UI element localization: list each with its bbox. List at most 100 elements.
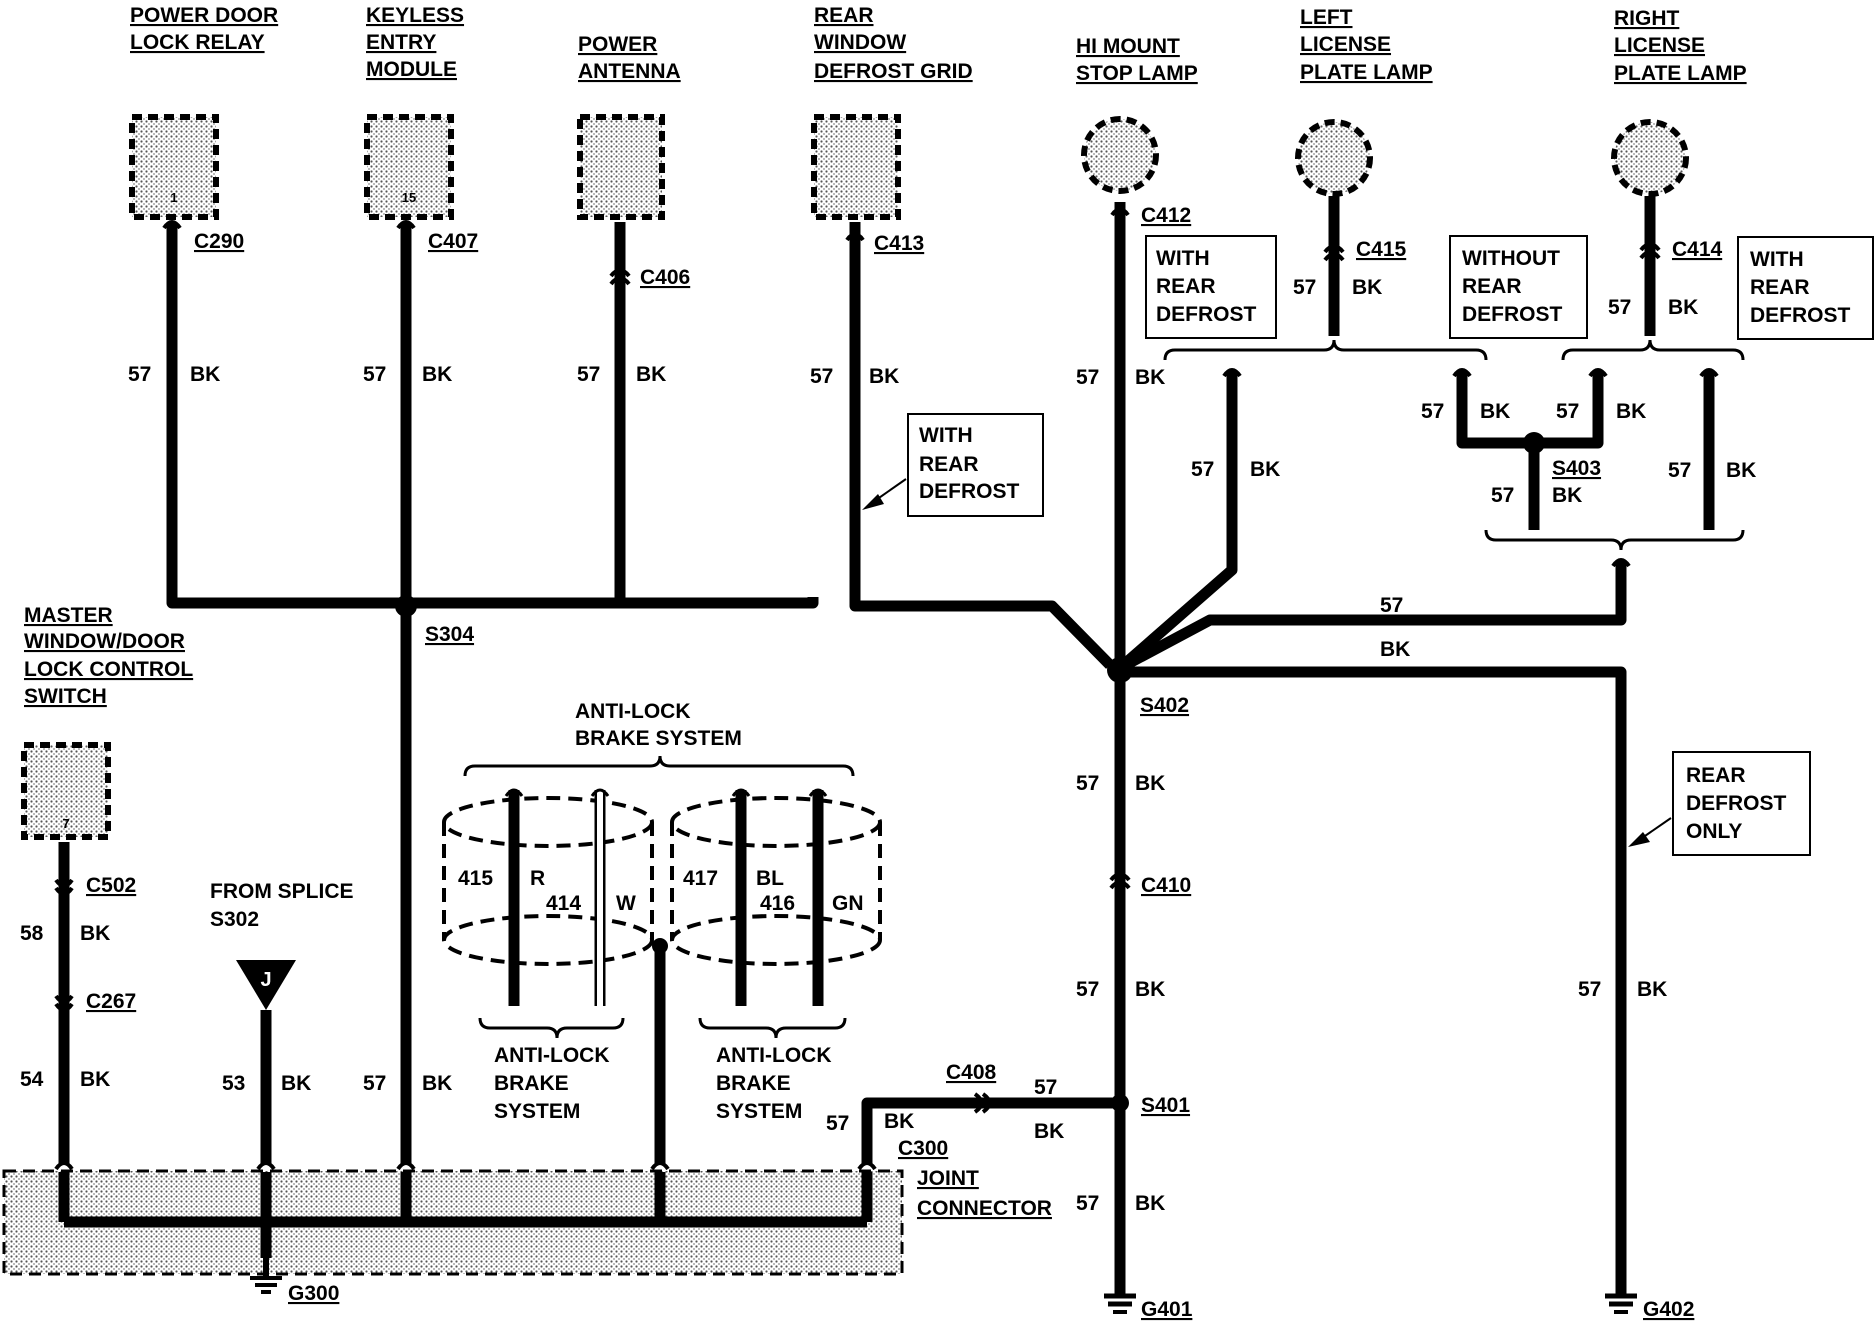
note-with-rear-defrost-right-text: WITH REAR DEFROST	[1750, 248, 1851, 327]
ground-g300-symbol	[250, 1258, 282, 1294]
wire-g401-color: BK	[1135, 1192, 1165, 1215]
ground-g402-symbol	[1605, 1293, 1637, 1314]
wire-c290-color: BK	[190, 363, 220, 386]
wire-c414-circuit: 57	[1608, 296, 1631, 319]
right-license-plate-lamp	[1611, 119, 1689, 197]
svg-text:KEYLESS: KEYLESS	[366, 4, 464, 27]
splice-s304-label: S304	[425, 623, 474, 646]
svg-text:WITH: WITH	[919, 424, 973, 447]
wire-left-with-defrost-circuit: 57	[1191, 458, 1214, 481]
hi-mount-stop-lamp-label: HI MOUNT STOP LAMP	[1076, 35, 1198, 85]
keyless-entry-module	[364, 114, 454, 220]
svg-text:LICENSE: LICENSE	[1614, 34, 1705, 57]
wire-c406-to-s304	[420, 222, 626, 609]
wire-c415-color: BK	[1352, 276, 1382, 299]
svg-text:MODULE: MODULE	[366, 58, 457, 81]
wire-s302-color: BK	[281, 1072, 311, 1095]
svg-text:ANTENNA: ANTENNA	[578, 60, 681, 83]
splice-s304	[395, 595, 417, 617]
wire-s403-circuit: 57	[1491, 484, 1514, 507]
note-with-rear-defrost-middle-text: WITH REAR DEFROST	[1156, 247, 1257, 326]
module-pin-number: 15	[402, 190, 416, 205]
abs-c415: R	[530, 867, 545, 890]
wire-g401-circuit: 57	[1076, 1192, 1099, 1215]
connector-c502-label: C502	[86, 874, 136, 897]
from-splice-s302-marker	[236, 960, 296, 1010]
bracket-left-license	[1163, 339, 1488, 361]
switch-pin-number: 7	[62, 816, 69, 831]
wire-c413-color: BK	[869, 365, 899, 388]
connector-c408-label: C408	[946, 1061, 997, 1084]
wire-s402-to-g402	[1120, 666, 1627, 1295]
svg-text:LOCK RELAY: LOCK RELAY	[130, 31, 265, 54]
wire-left-without-circuit: 57	[1421, 400, 1444, 423]
note-arrow-left	[862, 478, 907, 510]
wire-right-with-color: BK	[1726, 459, 1756, 482]
wire-c410-circuit: 57	[1076, 978, 1099, 1001]
svg-text:S302: S302	[210, 908, 259, 931]
svg-text:BRAKE: BRAKE	[494, 1072, 569, 1095]
bracket-abs-top	[463, 755, 855, 777]
joint-connector-terminals	[58, 1172, 873, 1258]
abs-wire-terminals	[504, 788, 828, 797]
terminal-c410	[1109, 872, 1131, 890]
terminal-jc-abs	[650, 1161, 670, 1171]
ground-g401-symbol	[1104, 1293, 1136, 1314]
wire-rear-defrost-color: BK	[1380, 638, 1410, 661]
wire-c267-color: BK	[80, 1068, 110, 1091]
power-antenna-label: POWER ANTENNA	[578, 33, 681, 83]
power-antenna	[577, 114, 665, 220]
wire-license-to-s402	[1117, 560, 1627, 673]
svg-text:REAR: REAR	[1462, 275, 1522, 298]
left-license-plate-lamp	[1295, 119, 1373, 197]
connector-c414-label: C414	[1672, 238, 1723, 261]
wire-left-without-defrost	[1456, 370, 1534, 449]
master-window-door-lock-control-switch	[21, 742, 111, 840]
svg-text:LICENSE: LICENSE	[1300, 33, 1391, 56]
rear-window-defrost-grid	[811, 114, 901, 220]
wire-g402-color: BK	[1637, 978, 1667, 1001]
abs-w414: 414	[546, 892, 581, 915]
wire-c412-color: BK	[1135, 366, 1165, 389]
connector-c407-label: C407	[428, 230, 478, 253]
wire-s304-jc-color: BK	[422, 1072, 452, 1095]
svg-text:MASTER: MASTER	[24, 604, 113, 627]
svg-text:ENTRY: ENTRY	[366, 31, 436, 54]
terminal-c408	[973, 1092, 992, 1114]
wire-left-with-defrost	[1116, 370, 1238, 673]
abs-c417: BL	[756, 867, 784, 890]
svg-text:JOINT: JOINT	[917, 1167, 979, 1190]
wire-c407-circuit: 57	[363, 363, 386, 386]
svg-text:DEFROST GRID: DEFROST GRID	[814, 60, 973, 83]
wire-s304-jc-circuit: 57	[363, 1072, 386, 1095]
svg-text:LOCK CONTROL: LOCK CONTROL	[24, 658, 193, 681]
terminal-c413	[845, 232, 865, 242]
wire-c413-circuit: 57	[810, 365, 833, 388]
wire-c407-color: BK	[422, 363, 452, 386]
svg-text:RIGHT: RIGHT	[1614, 7, 1680, 30]
hi-mount-stop-lamp	[1081, 116, 1159, 194]
connector-c410-label: C410	[1141, 874, 1191, 897]
terminal-c267	[54, 994, 74, 1012]
splice-s402-label: S402	[1140, 694, 1189, 717]
svg-text:WINDOW/DOOR: WINDOW/DOOR	[24, 630, 185, 653]
wire-s302-circuit: 53	[222, 1072, 245, 1095]
terminal-left-with-defrost	[1222, 368, 1242, 378]
connector-c290-label: C290	[194, 230, 244, 253]
joint-connector-label: JOINT CONNECTOR	[917, 1167, 1052, 1220]
terminal-jc-s302	[256, 1161, 276, 1171]
svg-text:PLATE LAMP: PLATE LAMP	[1614, 62, 1747, 85]
connector-c413-label: C413	[874, 232, 924, 255]
wire-c502-color: BK	[80, 922, 110, 945]
terminal-c414	[1639, 242, 1661, 260]
abs-shield-right	[670, 796, 882, 966]
wire-right-without-circuit: 57	[1556, 400, 1579, 423]
svg-text:DEFROST: DEFROST	[1462, 303, 1563, 326]
svg-text:WINDOW: WINDOW	[814, 31, 906, 54]
wire-c406-circuit: 57	[577, 363, 600, 386]
wire-c410-color: BK	[1135, 978, 1165, 1001]
power-door-lock-relay	[129, 114, 219, 220]
keyless-entry-module-label: KEYLESS ENTRY MODULE	[366, 4, 464, 81]
splice-s401-label: S401	[1141, 1094, 1190, 1117]
wire-left-without-color: BK	[1480, 400, 1510, 423]
